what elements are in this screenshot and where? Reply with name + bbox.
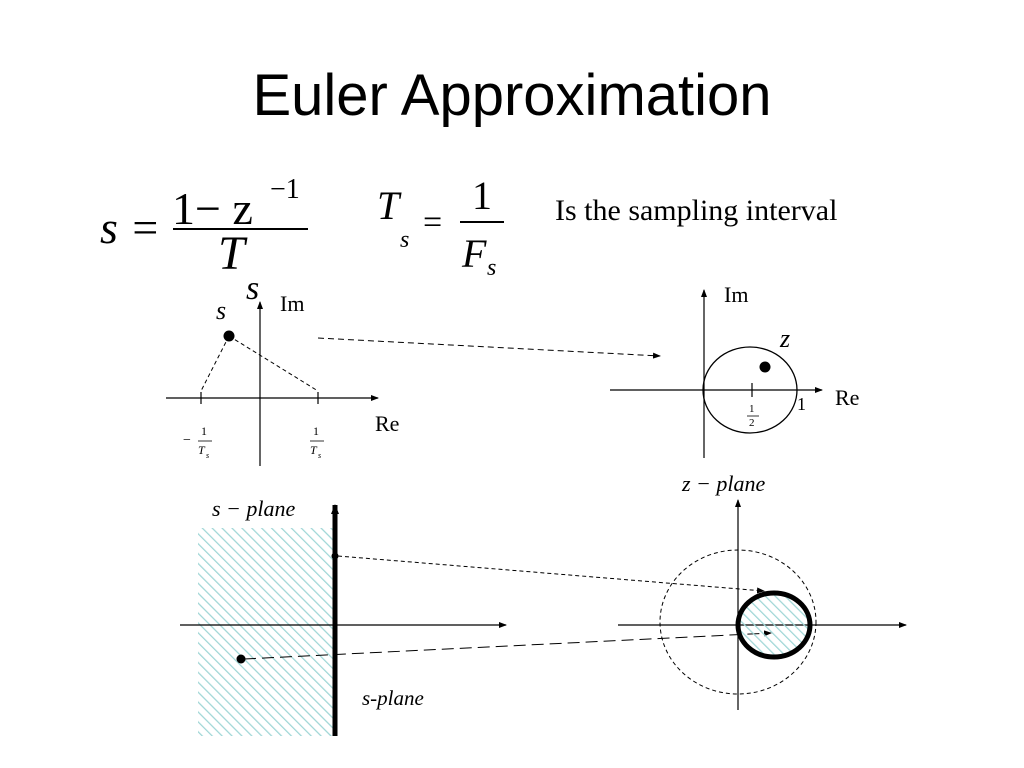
tl-point-s [223,330,235,342]
top-right-z-plane [610,289,823,458]
ts-denominator-subscript: s [487,255,497,281]
ts-equals: = [423,204,443,241]
euler-exponent: −1 [270,174,300,205]
ts-lhs-t: T [377,183,400,228]
euler-numerator: 1− z [172,186,253,232]
tr-circle [702,346,798,434]
euler-lhs: s = [100,202,161,253]
tr-half-den: 2 [749,417,755,429]
tl-tick-right-num: 1 [313,424,319,438]
tl-tick-left-sign: − [183,433,191,448]
tr-label-im: Im [724,282,749,307]
tl-label-s-big: s [246,270,260,307]
bl-label-s-plane-math: s − plane [212,496,296,521]
br-label-z-plane-math: z − plane [682,471,766,496]
bl-point-on-axis [331,552,339,560]
tl-tick-right-den: T [310,443,317,457]
tr-half-num: 1 [749,403,755,415]
tl-tick-left-num: 1 [201,424,207,438]
tr-label-re: Re [835,385,860,410]
ts-denominator-f: F [462,231,487,276]
tl-label-s-point: s [216,296,227,325]
ts-lhs-subscript: s [400,227,410,253]
top-mapping-arrow [317,337,661,359]
br-mapped-circle [735,590,813,660]
bottom-mapping-arrow-upper [337,555,765,594]
tl-tick-left-sub: s [206,451,210,460]
tl-dash-left [200,335,230,392]
bottom-mapping-arrow-lower [243,630,772,660]
bottom-right-z-plane [618,499,907,710]
sampling-note: Is the sampling interval [555,194,838,227]
tr-point-z [759,361,771,373]
bottom-left-s-plane [180,504,507,736]
tr-label-z: z [780,324,791,353]
bl-label-s-plane-text: s-plane [362,686,424,710]
euler-num-text: 1− z [172,183,253,234]
ts-numerator: 1 [472,173,492,218]
left-half-plane-hatch [198,528,335,736]
tl-label-im: Im [280,291,305,316]
top-left-s-plane [166,301,379,466]
tl-tick-left-den: T [198,443,205,457]
bl-point-left [236,654,246,664]
tl-label-re: Re [375,411,400,436]
tl-dash-right [228,335,319,392]
euler-denominator: T [218,227,245,280]
br-mapped-disc-fill [738,593,810,657]
slide-title: Euler Approximation [252,63,772,128]
tl-tick-right-sub: s [318,451,322,460]
br-unit-circle-dashed [659,549,817,695]
tr-label-one: 1 [797,394,806,414]
